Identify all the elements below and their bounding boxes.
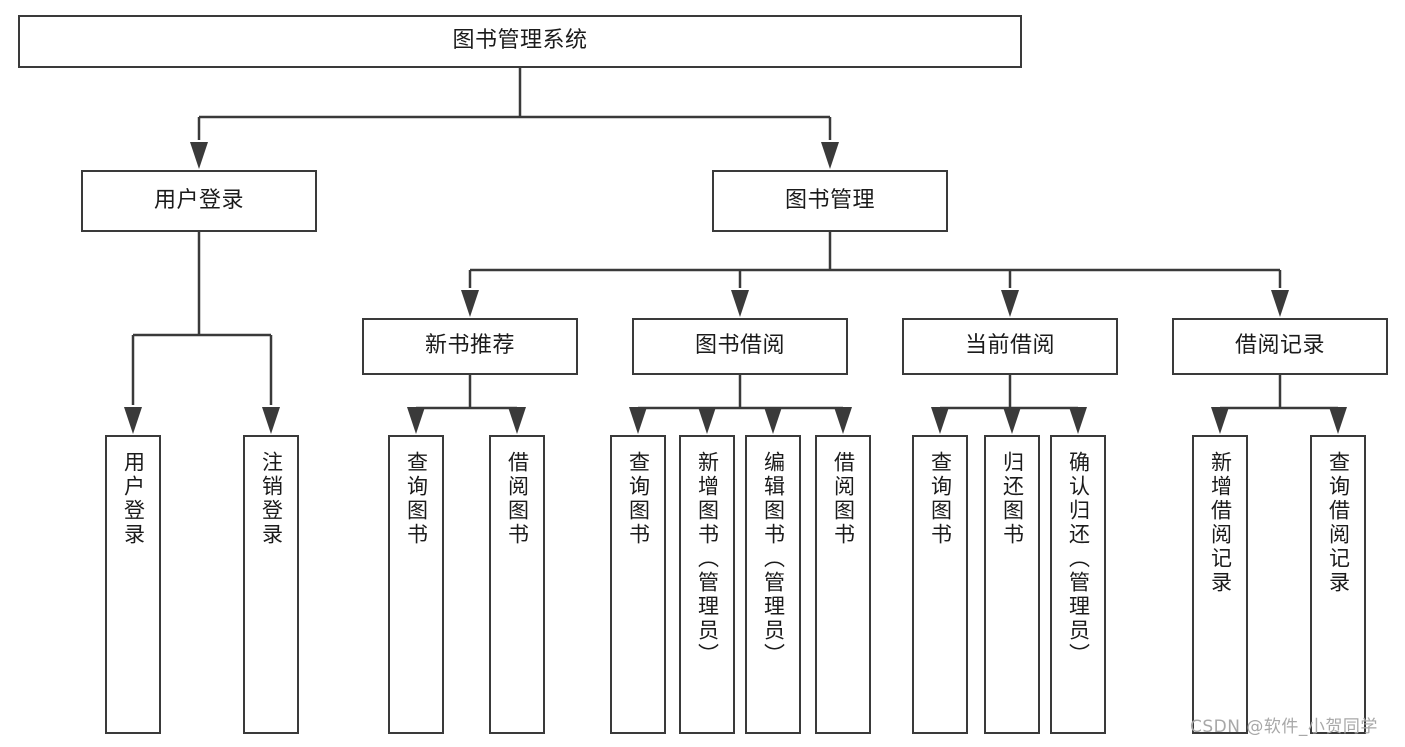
node-leaf-edit-book-admin[interactable]: 编辑图书（管理员） bbox=[745, 435, 801, 734]
node-label: 查询图书 bbox=[928, 451, 953, 547]
node-label: 编辑图书（管理员） bbox=[761, 451, 786, 667]
node-root[interactable]: 图书管理系统 bbox=[18, 15, 1022, 68]
node-borrow-record[interactable]: 借阅记录 bbox=[1172, 318, 1388, 375]
node-leaf-query-book-current[interactable]: 查询图书 bbox=[912, 435, 968, 734]
node-label: 借阅图书 bbox=[831, 451, 856, 547]
node-label: 注销登录 bbox=[259, 451, 284, 547]
connector-arrowhead bbox=[1271, 290, 1289, 317]
connector-arrowhead bbox=[834, 407, 852, 434]
connector-arrowhead bbox=[1069, 407, 1087, 434]
node-leaf-query-book-borrow[interactable]: 查询图书 bbox=[610, 435, 666, 734]
node-label: 图书管理系统 bbox=[452, 28, 588, 54]
node-label: 查询图书 bbox=[404, 451, 429, 547]
connector-arrowhead bbox=[764, 407, 782, 434]
node-leaf-borrow-book-recommend[interactable]: 借阅图书 bbox=[489, 435, 545, 734]
node-leaf-add-borrow-record[interactable]: 新增借阅记录 bbox=[1192, 435, 1248, 734]
node-leaf-query-borrow-record[interactable]: 查询借阅记录 bbox=[1310, 435, 1366, 734]
node-label: 图书管理 bbox=[784, 187, 875, 213]
node-label: 确认归还（管理员） bbox=[1066, 451, 1091, 667]
node-label: 借阅记录 bbox=[1234, 333, 1325, 359]
node-user-login[interactable]: 用户登录 bbox=[81, 170, 317, 232]
node-leaf-borrow-book[interactable]: 借阅图书 bbox=[815, 435, 871, 734]
node-current-borrow[interactable]: 当前借阅 bbox=[902, 318, 1118, 375]
connector-arrowhead bbox=[190, 142, 208, 169]
node-book-manage[interactable]: 图书管理 bbox=[712, 170, 948, 232]
node-leaf-user-login[interactable]: 用户登录 bbox=[105, 435, 161, 734]
connector-arrowhead bbox=[124, 407, 142, 434]
connector-arrowhead bbox=[629, 407, 647, 434]
node-new-book-recommend[interactable]: 新书推荐 bbox=[362, 318, 578, 375]
node-leaf-query-book-recommend[interactable]: 查询图书 bbox=[388, 435, 444, 734]
watermark-text: CSDN @软件_小贺同学 bbox=[1190, 717, 1378, 737]
node-leaf-return-book[interactable]: 归还图书 bbox=[984, 435, 1040, 734]
connector-arrowhead bbox=[461, 290, 479, 317]
node-label: 查询图书 bbox=[626, 451, 651, 547]
connector-arrowhead bbox=[262, 407, 280, 434]
node-label: 归还图书 bbox=[1000, 451, 1025, 547]
node-label: 用户登录 bbox=[153, 187, 244, 213]
connector-arrowhead bbox=[821, 142, 839, 169]
connector-arrowhead bbox=[508, 407, 526, 434]
node-label: 图书借阅 bbox=[694, 333, 785, 359]
node-label: 借阅图书 bbox=[505, 451, 530, 547]
node-label: 查询借阅记录 bbox=[1326, 451, 1351, 595]
node-label: 当前借阅 bbox=[964, 333, 1055, 359]
connector-arrowhead bbox=[1329, 407, 1347, 434]
connector-arrowhead bbox=[931, 407, 949, 434]
connector-arrowhead bbox=[698, 407, 716, 434]
connector-arrowhead bbox=[1001, 290, 1019, 317]
connector-arrowhead bbox=[731, 290, 749, 317]
node-leaf-confirm-return-admin[interactable]: 确认归还（管理员） bbox=[1050, 435, 1106, 734]
node-label: 新增图书（管理员） bbox=[695, 451, 720, 667]
connector-arrowhead bbox=[407, 407, 425, 434]
connector-arrowhead bbox=[1211, 407, 1229, 434]
connector-arrowhead bbox=[1003, 407, 1021, 434]
node-label: 新书推荐 bbox=[424, 333, 515, 359]
node-book-borrow[interactable]: 图书借阅 bbox=[632, 318, 848, 375]
node-leaf-logout[interactable]: 注销登录 bbox=[243, 435, 299, 734]
node-label: 用户登录 bbox=[121, 451, 146, 547]
node-leaf-add-book-admin[interactable]: 新增图书（管理员） bbox=[679, 435, 735, 734]
node-label: 新增借阅记录 bbox=[1208, 451, 1233, 595]
